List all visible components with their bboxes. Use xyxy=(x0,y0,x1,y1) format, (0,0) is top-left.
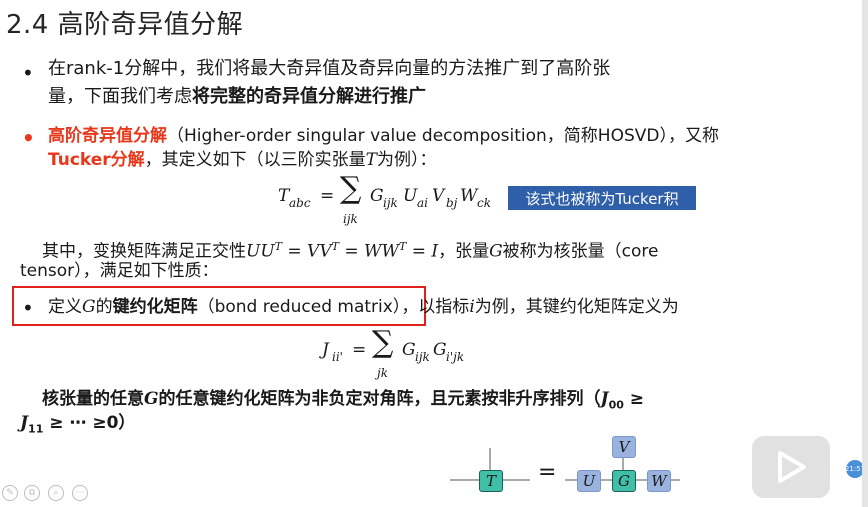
conclusion-J00: J xyxy=(600,389,609,409)
formula1-sum-sub: ijk xyxy=(343,212,358,226)
bullet3-c: （bond reduced matrix） xyxy=(197,297,402,317)
highlight-box xyxy=(12,286,426,326)
bullet3-d: ，以指标 xyxy=(401,297,470,317)
formula1-lhs: T xyxy=(278,186,290,206)
conclusion-ge: ≥ xyxy=(623,389,645,409)
node-V: V xyxy=(612,436,636,458)
pen-icon[interactable]: ✎ xyxy=(2,485,18,501)
para-sup1: T xyxy=(274,240,282,253)
formula2-G1: G xyxy=(402,340,416,360)
node-W: W xyxy=(647,470,671,492)
formula1-lhs-sub: abc xyxy=(289,196,311,210)
copy-icon[interactable]: ⧉ xyxy=(24,485,40,501)
formula1-V-sub: bj xyxy=(446,196,458,210)
conclusion-line1: 核张量的任意G的任意键约化矩阵为非负定对角阵，且元素按非升序排列（J00 ≥ xyxy=(42,388,644,416)
formula2-G1-sub: ijk xyxy=(415,350,430,364)
bullet1-line2-bold: 将完整的奇异值分解进行推广 xyxy=(192,86,426,107)
node-U: U xyxy=(577,470,601,492)
para-line1-a: 其中，变换矩阵满足正交性 xyxy=(42,241,246,262)
corner-badge[interactable]: 21:57 xyxy=(845,460,865,478)
bullet2-line2-a: ，其定义如下（以三阶实张量 xyxy=(144,150,366,170)
para-G: G xyxy=(489,241,503,262)
bullet1-line2-normal: 量，下面我们考虑 xyxy=(48,86,192,107)
slide-title: 2.4 高阶奇异值分解 xyxy=(6,10,244,40)
conclusion-J11-sub: 11 xyxy=(28,422,44,436)
para-sup2: T xyxy=(331,240,339,253)
formula2-eq: = xyxy=(352,340,367,360)
bullet3-e: 为例，其键约化矩阵定义为 xyxy=(474,297,679,317)
formula1-U-sub: ai xyxy=(417,196,428,210)
window-edge xyxy=(862,0,868,507)
bullet3-line: 定义G的键约化矩阵（bond reduced matrix），以指标i为例，其键… xyxy=(48,296,679,318)
bullet-dot: • xyxy=(22,61,34,85)
bullet3-G: G xyxy=(82,297,96,317)
formula2-sum-sub: jk xyxy=(377,366,388,380)
formula2-G2: G xyxy=(433,340,447,360)
bullet3-i: i xyxy=(469,297,475,317)
conclusion-J11: J xyxy=(20,413,29,433)
diagram-equals: = xyxy=(538,460,557,485)
formula1-G-sub: ijk xyxy=(383,196,398,210)
para-VV: = VV xyxy=(282,241,332,262)
para-I: = I xyxy=(406,241,439,262)
tucker-product-tag: 该式也被称为Tucker积 xyxy=(508,186,696,210)
zoom-icon[interactable]: ⌕ xyxy=(48,485,64,501)
bullet3-b: 的 xyxy=(95,297,113,317)
conclusion-b: 的任意键约化矩阵为非负定对角阵，且元素按非升序排列（ xyxy=(158,389,601,409)
formula2-G2-sub: i'jk xyxy=(446,350,465,364)
para-line1-c: 被称为核张量（core xyxy=(502,241,659,262)
formula1-G: G xyxy=(370,186,384,206)
formula1-W-sub: ck xyxy=(477,196,491,210)
bullet1-line1: 在rank-1分解中，我们将最大奇异值及奇异向量的方法推广到了高阶张 xyxy=(48,58,611,79)
hosvd-term: 高阶奇异值分解 xyxy=(48,126,167,146)
conclusion-rest: ≥ ⋯ ≥0） xyxy=(43,413,136,433)
node-G: G xyxy=(612,470,636,492)
node-T: T xyxy=(479,470,503,492)
para-UU: UU xyxy=(246,241,275,262)
tucker-term: Tucker分解 xyxy=(48,150,145,170)
formula2-J: J xyxy=(322,340,329,360)
more-icon[interactable]: ⋯ xyxy=(72,485,88,501)
play-button[interactable] xyxy=(752,436,830,498)
bullet2-line1-rest: （Higher-order singular value decompositi… xyxy=(167,126,719,146)
conclusion-a: 核张量的任意 xyxy=(42,389,144,409)
formula1-sum: ∑ xyxy=(340,171,362,206)
conclusion-G: G xyxy=(144,389,159,409)
formula1-W: W xyxy=(460,186,478,206)
bullet-dot-red: • xyxy=(22,126,35,150)
conclusion-J00-sub: 00 xyxy=(608,398,624,412)
para-WW: = WW xyxy=(338,241,399,262)
para-line2: tensor），满足如下性质： xyxy=(20,261,219,281)
para-line1: 其中，变换矩阵满足正交性UUT = VVT = WWT = I，张量G被称为核张… xyxy=(42,236,659,263)
tensor-T: T xyxy=(365,150,378,170)
bullet1-line2: 量，下面我们考虑将完整的奇异值分解进行推广 xyxy=(48,86,426,108)
formula1-U: U xyxy=(403,186,418,206)
para-line1-b: ，张量 xyxy=(438,241,490,262)
bullet-dot: • xyxy=(22,296,34,320)
formula1-V: V xyxy=(432,186,445,206)
play-icon xyxy=(778,451,806,483)
formula1-eq: = xyxy=(320,186,335,206)
para-sup3: T xyxy=(398,240,407,253)
bond-reduced-term: 键约化矩阵 xyxy=(112,297,198,317)
bullet2-line2: Tucker分解，其定义如下（以三阶实张量T为例）： xyxy=(48,149,437,171)
bullet2-line1: 高阶奇异值分解（Higher-order singular value deco… xyxy=(48,125,719,147)
conclusion-line2: J11 ≥ ⋯ ≥0） xyxy=(20,412,135,440)
bullet2-line2-b: 为例）： xyxy=(377,150,437,170)
bullet3-a: 定义 xyxy=(48,297,82,317)
formula2-J-sub: ii' xyxy=(332,350,343,364)
formula2-sum: ∑ xyxy=(372,325,394,360)
